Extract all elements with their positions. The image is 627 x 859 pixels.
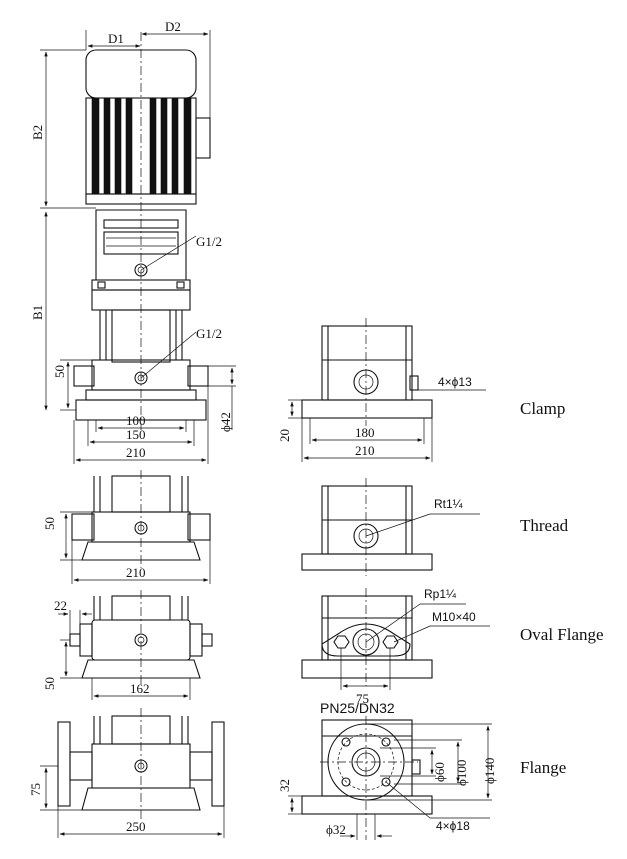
oval-dim-22: 22 — [54, 598, 67, 613]
label-thread: Thread — [520, 516, 569, 535]
thread-dim-50: 50 — [42, 517, 57, 530]
flange-d32: ϕ32 — [326, 822, 346, 837]
thread-dim-210: 210 — [126, 565, 146, 580]
clamp-dim-180: 180 — [355, 425, 375, 440]
oval-flange-side-view: Rp1¼ M10×40 75 — [301, 587, 490, 706]
front-view — [73, 32, 211, 430]
dim-phi42: ϕ42 — [218, 412, 233, 432]
thread-spec: Rt1¼ — [434, 497, 464, 511]
dim-d2: D2 — [165, 19, 181, 34]
flange-dim-75: 75 — [28, 783, 43, 796]
flange-rating: PN25/DN32 — [320, 700, 395, 716]
clamp-holes: 4×ϕ13 — [438, 375, 472, 389]
oval-dim-50: 50 — [42, 677, 57, 690]
dim-b2: B2 — [30, 125, 45, 140]
thread-side-view: Rt1¼ — [301, 478, 480, 576]
port-mid-label: G1/2 — [196, 326, 222, 341]
dim-50-front: 50 — [52, 365, 67, 378]
dim-d1: D1 — [108, 31, 124, 46]
flange-d60: ϕ60 — [432, 762, 447, 782]
dim-150: 150 — [126, 427, 146, 442]
oval-bolt: M10×40 — [432, 610, 476, 624]
flange-dim-250: 250 — [126, 819, 146, 834]
clamp-dim-20: 20 — [277, 429, 292, 442]
label-oval-flange: Oval Flange — [520, 625, 604, 644]
oval-flange-front-view: 22 50 162 — [42, 590, 213, 700]
oval-dim-162: 162 — [130, 681, 150, 696]
clamp-view: 4×ϕ13 20 180 210 — [277, 318, 486, 462]
front-view-dimensions: D1 D2 B2 B1 50 G1/2 G1/2 100 150 210 ϕ42 — [30, 19, 236, 464]
flange-side-view: PN25/DN32 ϕ60 ϕ100 ϕ140 32 — [277, 700, 497, 840]
port-top-label: G1/2 — [196, 234, 222, 249]
flange-front-view: 75 250 — [28, 708, 225, 838]
thread-front-view: 50 210 — [42, 470, 211, 584]
label-flange: Flange — [520, 758, 566, 777]
flange-holes: 4×ϕ18 — [436, 819, 470, 833]
dim-210-front: 210 — [126, 445, 146, 460]
label-clamp: Clamp — [520, 399, 565, 418]
flange-d100: ϕ100 — [454, 760, 469, 786]
oval-pipe: Rp1¼ — [424, 587, 457, 601]
motor-fins — [91, 97, 192, 195]
dim-b1: B1 — [30, 305, 45, 320]
dim-100: 100 — [126, 413, 146, 428]
flange-dim-32: 32 — [277, 779, 292, 792]
oval-dim-75: 75 — [356, 691, 369, 706]
flange-d140: ϕ140 — [482, 758, 497, 784]
clamp-dim-210: 210 — [355, 443, 375, 458]
